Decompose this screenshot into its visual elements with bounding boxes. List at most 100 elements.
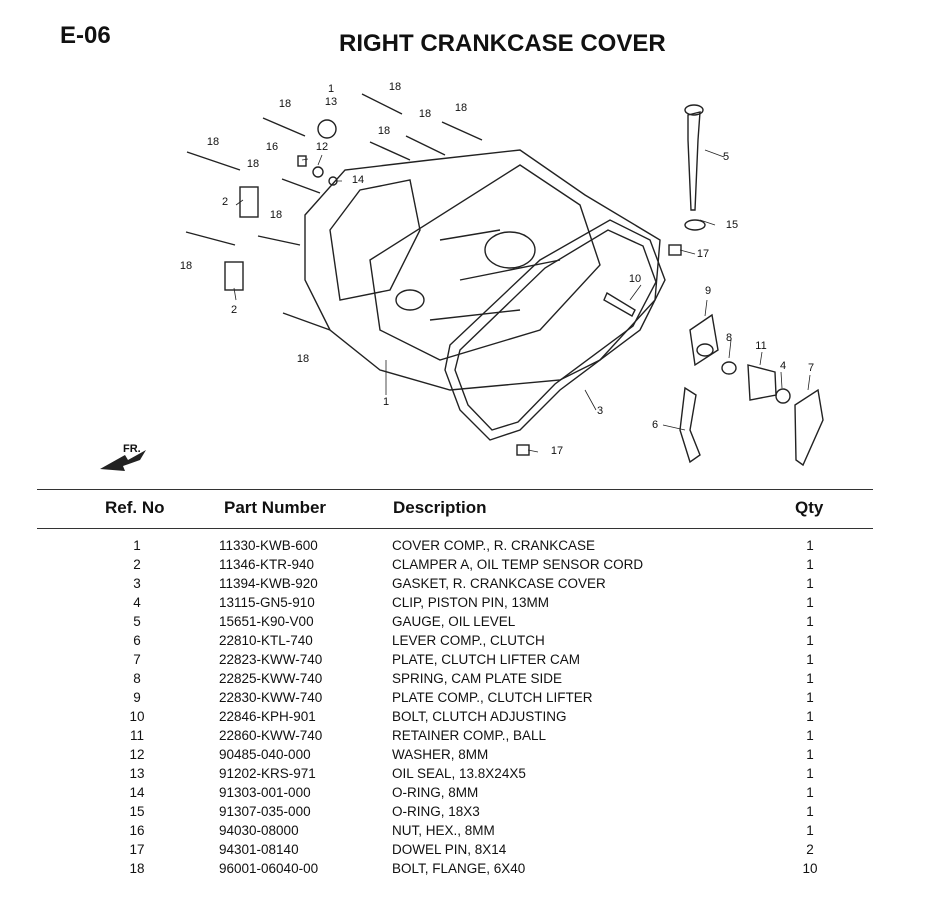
- description-cell: LEVER COMP., CLUTCH: [392, 633, 545, 648]
- part-number-cell: 11394-KWB-920: [219, 576, 318, 591]
- callout-number: 18: [180, 260, 192, 272]
- part-number-cell: 91202-KRS-971: [219, 766, 316, 781]
- callout-number: 4: [780, 360, 786, 372]
- front-label: FR.: [123, 443, 141, 455]
- adjusting-bolt: [603, 291, 636, 317]
- part-number-cell: 91303-001-000: [219, 785, 311, 800]
- page-title: RIGHT CRANKCASE COVER: [339, 30, 666, 57]
- description-cell: O-RING, 8MM: [392, 785, 479, 800]
- callout-number: 5: [723, 151, 729, 163]
- callout-number: 6: [652, 419, 658, 431]
- callout-number: 1: [383, 396, 389, 408]
- callout-number: 1: [328, 83, 334, 95]
- part-number-cell: 22846-KPH-901: [219, 709, 316, 724]
- qty-cell: 1: [806, 595, 814, 610]
- header-qty: Qty: [795, 498, 824, 517]
- ref-no-cell: 17: [129, 842, 145, 857]
- callout-number: 16: [266, 141, 278, 153]
- description-cell: PLATE COMP., CLUTCH LIFTER: [392, 690, 593, 705]
- callout-number: 18: [207, 136, 219, 148]
- header-part-number: Part Number: [224, 498, 327, 517]
- description-cell: CLAMPER A, OIL TEMP SENSOR CORD: [392, 557, 644, 572]
- diagram-code: E-06: [60, 22, 111, 49]
- qty-cell: 1: [806, 538, 814, 553]
- ref-no-cell: 18: [129, 861, 145, 876]
- qty-cell: 1: [806, 557, 814, 572]
- exploded-parts-diagram: FR. 112234567891011121314151617171818181…: [100, 81, 824, 471]
- description-cell: GAUGE, OIL LEVEL: [392, 614, 516, 629]
- qty-cell: 1: [806, 690, 814, 705]
- table-row: 10 22846-KPH-901 BOLT, CLUTCH ADJUSTING 1: [0, 707, 927, 726]
- description-cell: PLATE, CLUTCH LIFTER CAM: [392, 652, 581, 667]
- description-cell: BOLT, CLUTCH ADJUSTING: [392, 709, 567, 724]
- callout-number: 18: [419, 108, 431, 120]
- table-row: 3 11394-KWB-920 GASKET, R. CRANKCASE COVER…: [0, 574, 927, 593]
- description-cell: NUT, HEX., 8MM: [392, 823, 495, 838]
- ref-no-cell: 8: [133, 671, 141, 686]
- part-number-cell: 94301-08140: [219, 842, 299, 857]
- qty-cell: 2: [806, 842, 814, 857]
- callout-number: 15: [726, 219, 738, 231]
- lifter-cam: [794, 388, 824, 467]
- part-number-cell: 22860-KWW-740: [219, 728, 323, 743]
- ref-no-cell: 9: [133, 690, 141, 705]
- ref-no-cell: 1: [133, 538, 141, 553]
- ball-retainer: [747, 364, 777, 401]
- ref-no-cell: 16: [129, 823, 145, 838]
- qty-cell: 1: [806, 576, 814, 591]
- callout-number: 18: [378, 125, 390, 137]
- callout-number: 18: [247, 158, 259, 170]
- callout-labels: 1122345678910111213141516171718181818181…: [180, 81, 814, 457]
- qty-cell: 1: [806, 804, 814, 819]
- qty-cell: 1: [806, 823, 814, 838]
- header-description: Description: [393, 498, 487, 517]
- ref-no-cell: 6: [133, 633, 141, 648]
- ref-no-cell: 3: [133, 576, 141, 591]
- callout-number: 18: [389, 81, 401, 93]
- ref-no-cell: 11: [129, 728, 144, 743]
- callout-number: 13: [325, 96, 337, 108]
- qty-cell: 1: [806, 728, 814, 743]
- callout-number: 18: [455, 102, 467, 114]
- part-number-cell: 22825-KWW-740: [219, 671, 323, 686]
- clutch-lever: [679, 386, 701, 464]
- callout-number: 2: [222, 196, 228, 208]
- header-ref-no: Ref. No: [105, 498, 165, 517]
- qty-cell: 1: [806, 709, 814, 724]
- description-cell: WASHER, 8MM: [392, 747, 489, 762]
- table-header-rule: [37, 528, 873, 529]
- ref-no-cell: 15: [129, 804, 145, 819]
- description-cell: GASKET, R. CRANKCASE COVER: [392, 576, 606, 591]
- callout-number: 17: [697, 248, 709, 260]
- callout-number: 17: [551, 445, 563, 457]
- callout-number: 18: [270, 209, 282, 221]
- crankcase-cover: [304, 149, 661, 391]
- lifter-plate: [689, 313, 719, 367]
- table-row: 5 15651-K90-V00 GAUGE, OIL LEVEL 1: [0, 612, 927, 631]
- part-number-cell: 15651-K90-V00: [219, 614, 314, 629]
- part-number-cell: 22830-KWW-740: [219, 690, 323, 705]
- qty-cell: 1: [806, 614, 814, 629]
- ref-no-cell: 7: [133, 652, 141, 667]
- description-cell: CLIP, PISTON PIN, 13MM: [392, 595, 550, 610]
- table-row: 9 22830-KWW-740 PLATE COMP., CLUTCH LIFTER…: [0, 688, 927, 707]
- qty-cell: 1: [806, 652, 814, 667]
- callout-number: 7: [808, 362, 814, 374]
- ref-no-cell: 5: [133, 614, 141, 629]
- callout-number: 8: [726, 332, 732, 344]
- callout-number: 9: [705, 285, 711, 297]
- qty-cell: 1: [806, 766, 814, 781]
- ref-no-cell: 10: [129, 709, 145, 724]
- callout-number: 12: [316, 141, 328, 153]
